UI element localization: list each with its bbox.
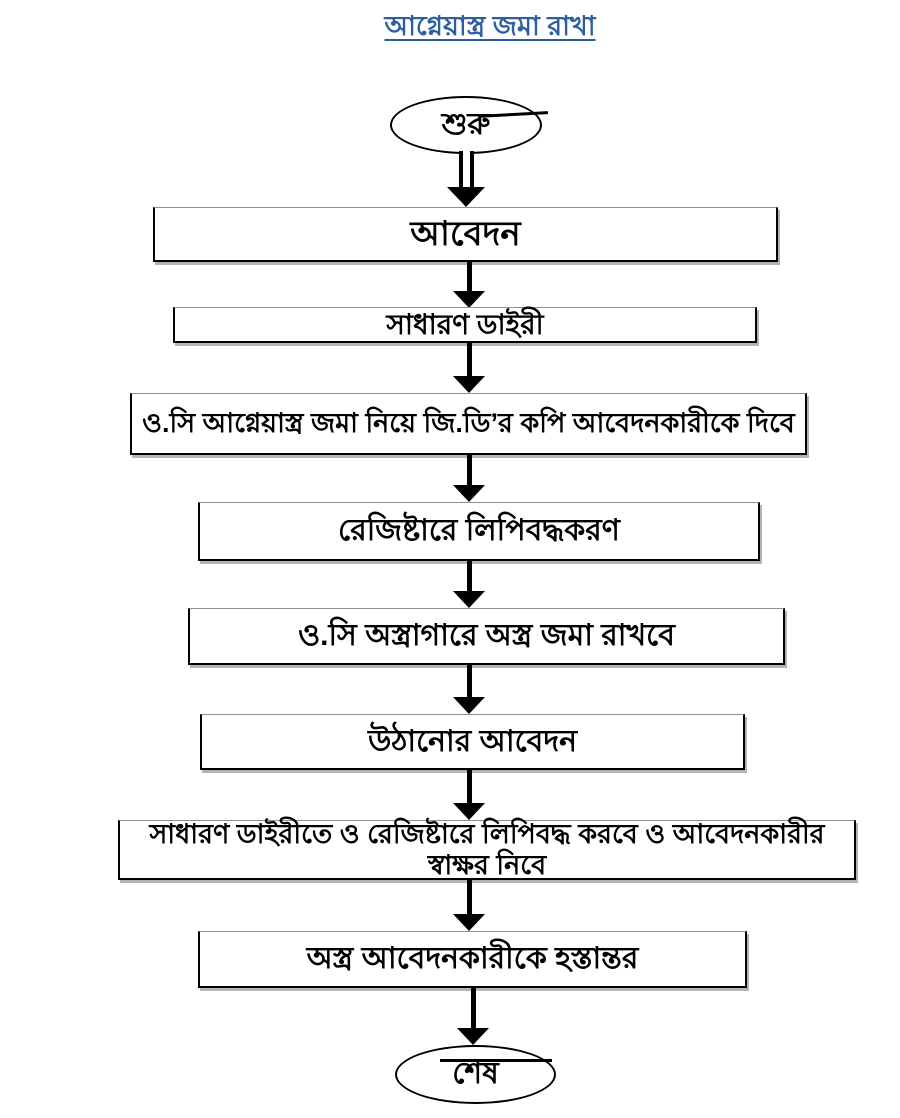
arrow-head-icon (447, 187, 485, 207)
start-label: শুরু (441, 107, 491, 141)
step-label: অস্ত্র আবেদনকারীকে হস্তান্তর (306, 942, 639, 976)
arrow-shaft (466, 665, 472, 697)
step-box-register-entry: রেজিষ্টারে লিপিবদ্ধকরণ (198, 502, 760, 561)
arrow-head-icon (453, 591, 485, 608)
flow-arrow-8 (450, 880, 488, 931)
step-box-general-diary: সাধারণ ডাইরী (173, 307, 757, 343)
arrow-shaft (458, 151, 474, 187)
arrow-head-icon (457, 1028, 489, 1045)
step-box-armory-deposit: ও.সি অস্ত্রাগারে অস্ত্র জমা রাখবে (188, 608, 785, 665)
page-title-link[interactable]: আগ্নেয়াস্ত্র জমা রাখা (384, 11, 596, 41)
step-box-application: আবেদন (153, 207, 778, 262)
arrow-head-icon (453, 291, 485, 308)
arrow-shaft (470, 988, 476, 1028)
arrow-shaft (466, 770, 472, 803)
arrow-shaft (466, 455, 472, 485)
flow-arrow-3 (450, 343, 488, 393)
step-label: আবেদন (410, 214, 521, 253)
flow-arrow-4 (450, 455, 488, 502)
page-title-row: আগ্নেয়াস্ত্র জমা রাখা (0, 6, 900, 51)
flow-arrow-2 (450, 262, 488, 308)
step-label: ও.সি অস্ত্রাগারে অস্ত্র জমা রাখবে (298, 619, 675, 653)
arrow-head-icon (453, 803, 485, 820)
start-terminator: শুরু (390, 96, 542, 154)
end-terminator: শেষ (395, 1045, 556, 1104)
flow-arrow-5 (450, 561, 488, 608)
flow-arrow-7 (450, 770, 488, 820)
step-box-withdrawal-application: উঠানোর আবেদন (200, 714, 745, 770)
arrow-head-icon (453, 485, 485, 502)
step-label: উঠানোর আবেদন (367, 724, 577, 758)
step-label: রেজিষ্টারে লিপিবদ্ধকরণ (338, 514, 620, 548)
arrow-head-icon (453, 697, 485, 714)
arrow-shaft (466, 262, 472, 291)
step-box-record-and-signature: সাধারণ ডাইরীতে ও রেজিষ্টারে লিপিবদ্ধ করব… (118, 819, 856, 880)
step-box-handover-weapon: অস্ত্র আবেদনকারীকে হস্তান্তর (198, 931, 747, 988)
flow-arrow-1 (447, 151, 485, 207)
step-label: সাধারণ ডাইরীতে ও রেজিষ্টারে লিপিবদ্ধ করব… (149, 819, 825, 880)
flow-arrow-6 (450, 665, 488, 714)
end-label: শেষ (452, 1057, 499, 1090)
arrow-head-icon (453, 376, 485, 393)
step-label: সাধারণ ডাইরী (386, 308, 544, 340)
step-label: ও.সি আগ্নেয়াস্ত্র জমা নিয়ে জি.ডি’র কপি… (142, 408, 795, 439)
arrow-shaft (466, 343, 472, 376)
step-box-oc-gd-copy: ও.সি আগ্নেয়াস্ত্র জমা নিয়ে জি.ডি’র কপি… (130, 393, 807, 455)
arrow-shaft (466, 880, 472, 914)
arrow-shaft (466, 561, 472, 591)
arrow-head-icon (453, 914, 485, 931)
flow-arrow-9 (454, 988, 492, 1045)
glyph-artifact-line (440, 1059, 552, 1062)
